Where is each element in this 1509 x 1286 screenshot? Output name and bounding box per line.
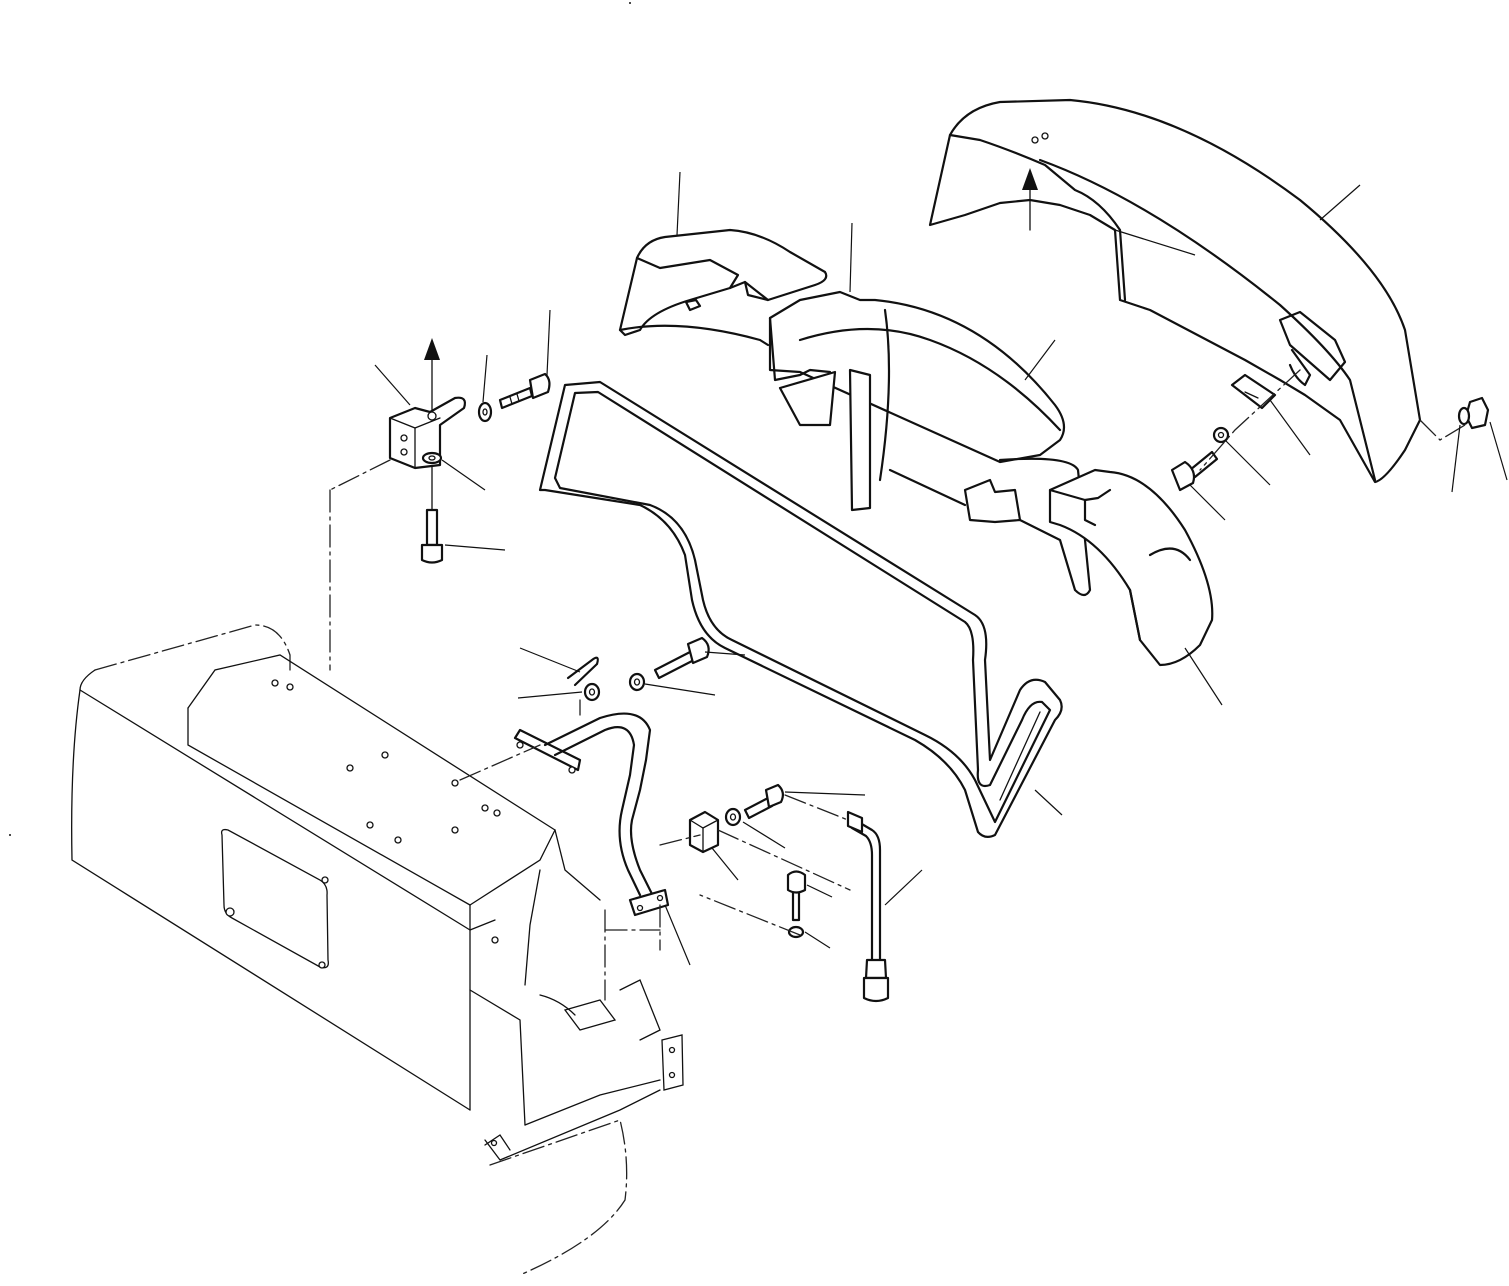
- washer: [421, 451, 443, 465]
- counterweight-left-cover: [618, 228, 828, 347]
- clamp: [688, 810, 720, 854]
- scan-speck: [9, 834, 11, 836]
- counterweight-right-cover: [1048, 468, 1214, 667]
- machine-frame: [71, 624, 684, 1276]
- washer: [583, 682, 601, 702]
- washer: [628, 672, 646, 692]
- rubber-seal-frame: [538, 380, 1063, 839]
- washer: [724, 807, 742, 827]
- nut: [1457, 396, 1490, 430]
- axis-line: [659, 829, 851, 936]
- axis-line: [784, 794, 849, 821]
- up-arrow-icon: [1022, 168, 1038, 231]
- scan-speck: [629, 2, 631, 4]
- counterweight-center-cover: [768, 290, 1092, 597]
- axis-line: [1199, 369, 1466, 471]
- cotter-pin: [566, 656, 599, 687]
- bolt: [786, 870, 807, 939]
- bolt: [1170, 450, 1219, 492]
- latch-bracket: [1230, 373, 1277, 410]
- hinge-bracket: [388, 396, 467, 470]
- up-arrow-icon: [424, 338, 440, 411]
- grease-pipe: [846, 810, 890, 1003]
- bolt: [420, 508, 444, 564]
- rear-counterweight-top-cover: [928, 98, 1422, 484]
- grab-handle: [513, 712, 670, 917]
- bolt: [498, 372, 551, 410]
- axis-line: [459, 744, 541, 781]
- bolt: [653, 636, 710, 680]
- leader-lines: [374, 171, 1508, 966]
- washer: [477, 401, 493, 423]
- washer: [1212, 426, 1230, 444]
- bolt: [743, 783, 785, 820]
